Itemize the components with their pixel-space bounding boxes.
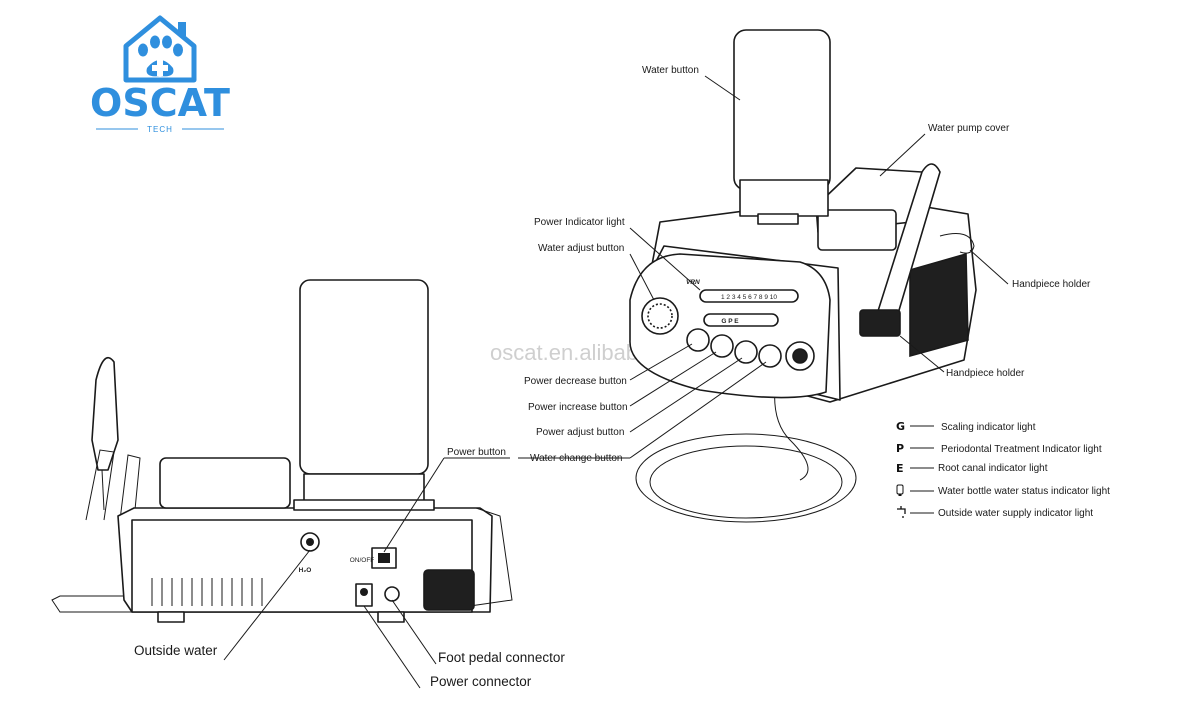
legend-text-faucet: Outside water supply indicator light — [938, 508, 1093, 519]
label-water-pump-cover: Water pump cover — [928, 123, 1010, 134]
label-water-adjust-button: Water adjust button — [538, 243, 624, 254]
label-handpiece-holder-2: Handpiece holder — [946, 368, 1025, 379]
water-bottle — [733, 29, 831, 191]
legend-item-faucet: Outside water supply indicator light — [897, 506, 1093, 519]
rear-view-device: H₂O ON/OFF — [51, 279, 513, 623]
brand-name: OSCAT — [90, 81, 230, 125]
label-foot-pedal-connector: Foot pedal connector — [438, 650, 565, 665]
label-outside-water: Outside water — [134, 643, 218, 658]
brand-sub-text: TECH — [147, 125, 173, 134]
legend-item-g: G Scaling indicator light — [896, 420, 1036, 433]
rear-vents — [151, 578, 263, 606]
label-power-indicator-light: Power Indicator light — [534, 217, 625, 228]
panel-brand: VRN — [686, 279, 700, 286]
label-power-connector: Power connector — [430, 674, 532, 689]
power-decrease-button — [686, 328, 710, 352]
mode-indicator-row — [703, 313, 779, 327]
legend-text-e: Root canal indicator light — [938, 463, 1048, 474]
power-indicator-scale — [699, 289, 799, 303]
label-power-button: Power button — [447, 447, 506, 458]
bottle-icon — [896, 484, 904, 496]
indicator-legend: G Scaling indicator light P Periodontal … — [896, 420, 1110, 519]
legend-text-g: Scaling indicator light — [941, 422, 1036, 433]
faucet-icon — [897, 506, 906, 518]
h2o-label: H₂O — [299, 567, 312, 574]
house-paw-icon — [123, 15, 197, 83]
legend-item-e: E Root canal indicator light — [896, 462, 1048, 475]
water-change-button — [758, 344, 782, 368]
label-water-button: Water button — [642, 65, 699, 76]
label-power-decrease-button: Power decrease button — [524, 376, 627, 387]
legend-text-bottle: Water bottle water status indicator ligh… — [938, 486, 1110, 497]
legend-item-bottle: Water bottle water status indicator ligh… — [896, 484, 1110, 497]
front-view-device: VRN 1 2 3 4 5 6 7 8 9 10 G P E — [629, 29, 977, 523]
foot-pedal-port — [384, 586, 400, 602]
legend-symbol-p: P — [896, 442, 904, 455]
onoff-label: ON/OFF — [350, 557, 375, 564]
legend-symbol-g: G — [896, 420, 905, 433]
power-increase-button — [710, 334, 734, 358]
legend-text-p: Periodontal Treatment Indicator light — [941, 444, 1102, 455]
label-power-increase-button: Power increase button — [528, 402, 628, 413]
front-callout-lines — [518, 75, 1009, 459]
legend-item-p: P Periodontal Treatment Indicator light — [896, 442, 1102, 455]
label-handpiece-holder-1: Handpiece holder — [1012, 279, 1091, 290]
legend-symbol-e: E — [896, 462, 904, 475]
mode-letters: G P E — [721, 318, 739, 325]
oscat-logo: OSCAT TECH — [90, 15, 230, 134]
handpiece — [871, 163, 941, 335]
power-adjust-button — [734, 340, 758, 364]
label-water-change-button: Water change button — [530, 453, 622, 464]
label-power-adjust-button: Power adjust button — [536, 427, 624, 438]
scale-numbers: 1 2 3 4 5 6 7 8 9 10 — [721, 294, 777, 301]
rear-callout-lines — [223, 457, 510, 689]
